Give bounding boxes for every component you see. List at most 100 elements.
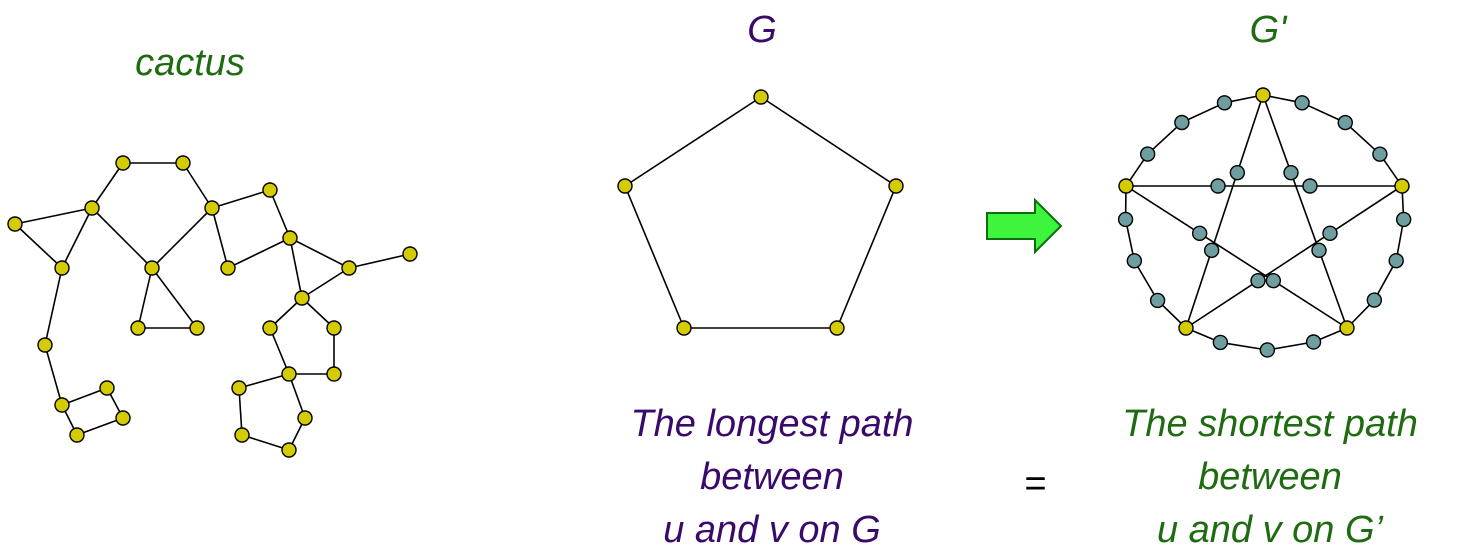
g-prime-node [1294, 95, 1310, 111]
g-node [617, 178, 633, 194]
g-edge [760, 96, 897, 187]
g-prime-node [1388, 252, 1404, 269]
cactus-edge [182, 162, 213, 209]
cactus-node [37, 337, 53, 353]
g-node [676, 320, 692, 336]
g-node [753, 89, 769, 105]
g-prime-node [1302, 178, 1318, 194]
shortest-path-line-2: between [1198, 456, 1342, 498]
cactus-node [189, 320, 205, 336]
g-prime-node [1191, 225, 1208, 242]
cactus-node [115, 155, 131, 171]
cactus-edge [301, 267, 350, 299]
cactus-node [84, 200, 100, 216]
cactus-edge [241, 434, 290, 451]
cactus-node [99, 380, 115, 396]
g-prime-node [1366, 292, 1383, 308]
cactus-node [144, 260, 160, 276]
cactus-edge [211, 189, 271, 209]
cactus-edge [238, 373, 290, 389]
g-prime-node [1203, 242, 1220, 259]
g-prime-edges [1124, 94, 1405, 351]
g-prime-node [1322, 225, 1338, 242]
g-prime-edge [1344, 121, 1381, 155]
cactus-edge [14, 223, 63, 269]
g-prime-edge [1125, 185, 1201, 235]
g-edge [836, 185, 897, 329]
g-edge [624, 185, 685, 329]
g-prime-node [1118, 178, 1134, 194]
shortest-path-line-1: The shortest path [1122, 403, 1418, 445]
g-prime-node [1126, 253, 1143, 269]
g-prime-node [1216, 95, 1233, 111]
g-prime-node [1149, 292, 1166, 309]
cactus-edge [151, 207, 213, 269]
cactus-node [220, 260, 236, 276]
cactus-node [175, 155, 191, 171]
cactus-node [115, 410, 131, 426]
g-prime-edge [1181, 102, 1225, 124]
cactus-node [54, 397, 70, 413]
g-prime-edge [1185, 279, 1259, 329]
longest-path-line-1: The longest path [630, 403, 913, 445]
cactus-node [297, 410, 313, 426]
cactus-node [326, 320, 342, 336]
g-node [888, 178, 904, 194]
cactus-edge [227, 237, 291, 269]
g-prime-node [1178, 320, 1194, 336]
cactus-edge [91, 162, 124, 209]
g-prime-node [1395, 211, 1412, 228]
g-prime-edge [1262, 94, 1292, 173]
cactus-node [281, 442, 297, 458]
g-edge [624, 96, 762, 187]
g-prime-node [1250, 272, 1266, 289]
g-prime-label: G' [1250, 9, 1289, 51]
longest-path-line-3: u and v on G [663, 509, 881, 551]
g-prime-node [1339, 320, 1355, 336]
cactus-node [262, 182, 278, 198]
longest-path-line-2: between [700, 456, 844, 498]
cactus-edge [61, 387, 108, 406]
cactus-node [234, 427, 250, 443]
cactus-nodes [7, 155, 418, 458]
g-prime-node [1255, 87, 1271, 103]
cactus-edge [288, 373, 306, 419]
cactus-node [69, 427, 85, 443]
cactus-edge [44, 344, 63, 406]
g-prime-node [1117, 211, 1134, 228]
cactus-node [402, 246, 418, 262]
g-prime-node [1212, 334, 1229, 351]
cactus-edge [44, 267, 63, 346]
cactus-node [341, 260, 357, 276]
g-prime-edge [1147, 121, 1183, 155]
cactus-edge [269, 327, 290, 375]
cactus-edge [61, 207, 93, 269]
g-node [829, 320, 845, 336]
g-prime-node [1372, 146, 1388, 162]
g-prime-node [1394, 178, 1410, 194]
cactus-node [204, 200, 220, 216]
cactus-edge [137, 267, 153, 329]
cactus-edge [269, 189, 291, 239]
g-prime-edge [1220, 341, 1268, 351]
cactus-edge [151, 267, 198, 329]
g-prime-edge [1272, 279, 1348, 329]
g-nodes [617, 89, 904, 336]
g-prime-edge [1267, 341, 1314, 351]
g-prime-edge [1199, 232, 1274, 282]
cactus-edge [289, 237, 350, 269]
cactus-edge [348, 253, 411, 269]
cactus-edge [14, 207, 93, 225]
g-edges [624, 96, 897, 329]
g-prime-edge [1329, 185, 1403, 235]
g-prime-node [1311, 242, 1327, 259]
cactus-edge [211, 207, 229, 269]
right-arrow-icon [986, 197, 1063, 255]
g-prime-node [1305, 334, 1322, 350]
g-prime-node [1283, 164, 1299, 181]
g-prime-node [1210, 178, 1226, 194]
cactus-edge [238, 387, 243, 436]
g-prime-edge [1257, 232, 1331, 282]
cactus-node [231, 380, 247, 396]
